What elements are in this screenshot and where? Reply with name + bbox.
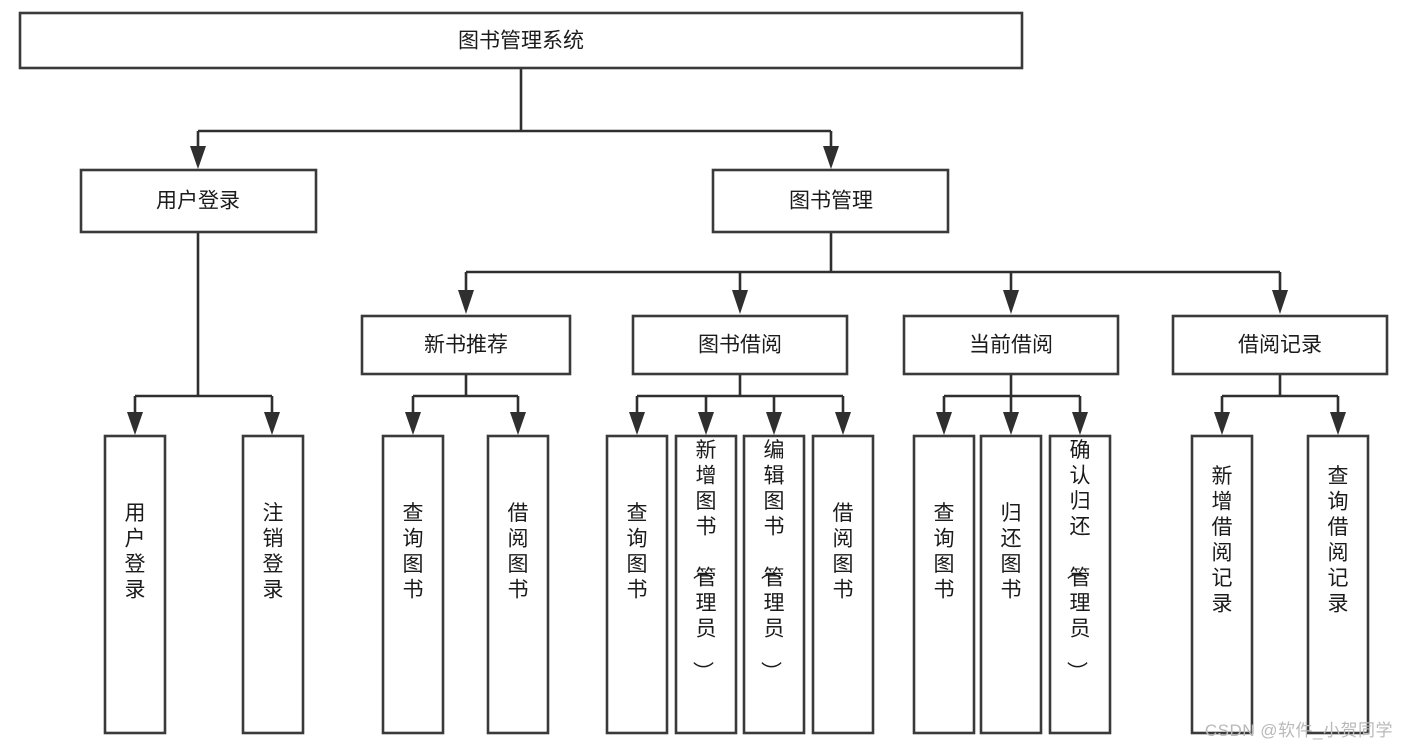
node-new-book-recommend-label: 新书推荐	[424, 334, 508, 357]
leaf-node-user-login-label: 用户登录	[125, 502, 146, 602]
leaf-node-bookborrow-borrow-box[interactable]	[811, 434, 875, 735]
leaf-node-bookborrow-add-box[interactable]	[674, 434, 738, 735]
leaf-node-borrowrecord-add-label: 新增借阅记录	[1212, 465, 1233, 616]
leaf-node-bookborrow-edit-box[interactable]	[742, 434, 806, 735]
leaf-node-borrowrecord-add[interactable]: 新增借阅记录	[1190, 434, 1254, 735]
leaf-node-currentborrow-query-label: 查询图书	[934, 502, 955, 602]
node-new-book-recommend-box[interactable]	[360, 314, 572, 376]
node-borrow-record[interactable]: 借阅记录	[1171, 314, 1389, 376]
leaf-node-currentborrow-query-box[interactable]	[912, 434, 976, 735]
leaf-node-bookborrow-edit-label: 编辑图书（管理员）	[759, 439, 785, 682]
node-book-borrow-box[interactable]	[631, 314, 849, 376]
leaf-node-bookborrow-add[interactable]: 新增图书（管理员）	[674, 434, 738, 735]
leaf-node-borrowrecord-query-label: 查询借阅记录	[1328, 465, 1349, 616]
leaf-node-user-login-box[interactable]	[103, 434, 167, 735]
leaf-node-newbook-borrow-label: 借阅图书	[508, 502, 529, 602]
arrow-head-bookborrow-leaf-1	[698, 412, 714, 435]
arrow-head-currentborrow-leaf-0	[936, 412, 952, 435]
arrow-head-new-book	[458, 290, 474, 314]
leaf-node-bookborrow-add-label: 新增图书（管理员）	[691, 439, 717, 682]
leaf-node-newbook-borrow-box[interactable]	[486, 434, 550, 735]
leaf-node-user-login[interactable]: 用户登录	[103, 434, 167, 735]
arrow-head-book-mgmt	[823, 146, 839, 169]
node-book-management[interactable]: 图书管理	[711, 168, 950, 234]
leaf-node-borrowrecord-query[interactable]: 查询借阅记录	[1306, 434, 1370, 735]
connector-group-new-book	[405, 374, 526, 435]
leaf-node-currentborrow-return[interactable]: 归还图书	[979, 434, 1043, 735]
leaf-node-currentborrow-return-box[interactable]	[979, 434, 1043, 735]
node-book-management-box[interactable]	[711, 168, 950, 234]
connector-group-current-borrow	[936, 374, 1088, 435]
leaf-node-bookborrow-query-label: 查询图书	[627, 502, 648, 602]
node-root[interactable]: 图书管理系统	[18, 11, 1024, 70]
connector-group-book-borrow	[629, 374, 851, 435]
node-book-management-label: 图书管理	[789, 190, 873, 213]
node-user-login[interactable]: 用户登录	[79, 168, 318, 234]
node-root-label: 图书管理系统	[458, 30, 584, 53]
leaf-node-bookborrow-query-box[interactable]	[605, 434, 669, 735]
leaf-node-currentborrow-confirm-box[interactable]	[1048, 434, 1112, 735]
arrow-head-newbook-leaf-0	[405, 412, 421, 435]
leaf-node-newbook-query-label: 查询图书	[403, 502, 424, 602]
leaf-node-bookborrow-borrow-label: 借阅图书	[833, 502, 854, 602]
arrow-head-borrowrecord-leaf-0	[1214, 412, 1230, 435]
node-current-borrow-box[interactable]	[902, 314, 1120, 376]
leaf-node-bookborrow-edit[interactable]: 编辑图书（管理员）	[742, 434, 806, 735]
arrow-head-borrow-record	[1272, 290, 1288, 314]
arrow-head-bookborrow-leaf-3	[835, 412, 851, 435]
arrow-head-bookborrow-leaf-0	[629, 412, 645, 435]
node-current-borrow[interactable]: 当前借阅	[902, 314, 1120, 376]
arrow-head-newbook-leaf-1	[510, 412, 526, 435]
leaf-node-bookborrow-query[interactable]: 查询图书	[605, 434, 669, 735]
arrow-head-user-login	[190, 146, 206, 169]
leaf-node-newbook-borrow[interactable]: 借阅图书	[486, 434, 550, 735]
node-borrow-record-box[interactable]	[1171, 314, 1389, 376]
leaf-node-logout-box[interactable]	[241, 434, 305, 735]
leaf-node-newbook-query[interactable]: 查询图书	[381, 434, 445, 735]
leaf-node-currentborrow-query[interactable]: 查询图书	[912, 434, 976, 735]
connector-group-user-login	[127, 232, 280, 435]
node-user-login-label: 用户登录	[156, 190, 240, 213]
arrow-head-leaf-logout	[264, 412, 280, 435]
leaf-node-currentborrow-confirm[interactable]: 确认归还（管理员）	[1048, 434, 1112, 735]
leaf-node-currentborrow-return-label: 归还图书	[1001, 502, 1022, 602]
leaf-node-logout-label: 注销登录	[263, 502, 284, 602]
arrow-head-bookborrow-leaf-2	[766, 412, 782, 435]
node-root-box[interactable]	[18, 11, 1024, 70]
leaf-node-borrowrecord-add-box[interactable]	[1190, 434, 1254, 735]
arrow-head-currentborrow-leaf-2	[1072, 412, 1088, 435]
connector-group-borrow-record	[1214, 374, 1346, 435]
node-book-borrow-label: 图书借阅	[698, 334, 782, 357]
leaf-node-newbook-query-box[interactable]	[381, 434, 445, 735]
arrow-head-book-borrow	[732, 290, 748, 314]
arrow-head-currentborrow-leaf-1	[1003, 412, 1019, 435]
arrow-head-current-borrow	[1003, 290, 1019, 314]
leaf-node-bookborrow-borrow[interactable]: 借阅图书	[811, 434, 875, 735]
node-current-borrow-label: 当前借阅	[969, 334, 1053, 357]
node-book-borrow[interactable]: 图书借阅	[631, 314, 849, 376]
leaf-node-currentborrow-confirm-label: 确认归还（管理员）	[1065, 439, 1091, 682]
leaf-node-borrowrecord-query-box[interactable]	[1306, 434, 1370, 735]
node-borrow-record-label: 借阅记录	[1238, 334, 1322, 357]
node-user-login-box[interactable]	[79, 168, 318, 234]
connector-group-book-mgmt	[458, 232, 1288, 314]
leaf-node-logout[interactable]: 注销登录	[241, 434, 305, 735]
arrow-head-borrowrecord-leaf-1	[1330, 412, 1346, 435]
node-new-book-recommend[interactable]: 新书推荐	[360, 314, 572, 376]
arrow-head-leaf-user-login	[127, 412, 143, 435]
connector-group-root	[190, 68, 839, 169]
